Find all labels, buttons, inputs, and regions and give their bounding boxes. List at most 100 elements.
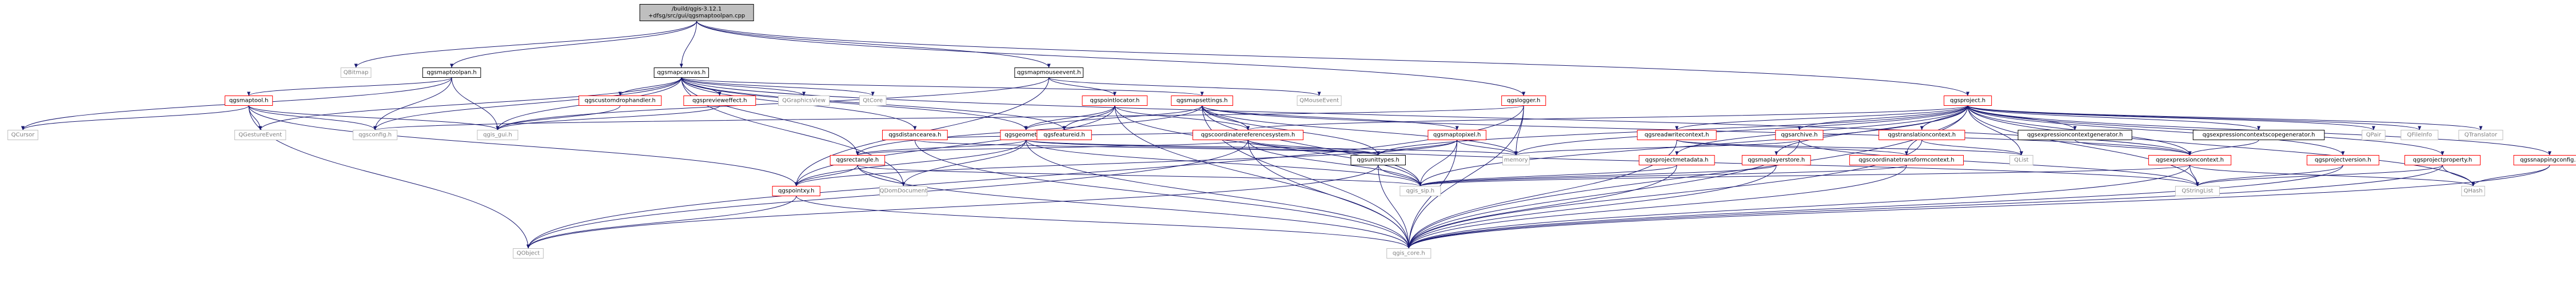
node-box [234, 130, 286, 140]
node-qgsexpressioncontextscopegenerator-h[interactable]: qgsexpressioncontextscopegenerator.h [2192, 130, 2325, 140]
node-label: qgspointxy.h [778, 188, 814, 194]
node-qgsmaptool-h[interactable]: qgsmaptool.h [225, 96, 273, 106]
node-box [1082, 96, 1148, 106]
edge-qgsmaptoolpan-h-to-qgsmaptool-h [247, 77, 452, 96]
node-box [1741, 155, 1811, 165]
node-qpair: QPair [2362, 130, 2386, 140]
node-root[interactable]: /build/qgis-3.12.1+dfsg/src/gui/qgsmapto… [639, 4, 754, 21]
node-qgscustomdrophandler-h[interactable]: qgscustomdrophandler.h [579, 96, 662, 106]
node-memory: memory [1502, 155, 1530, 165]
node-label: qgsunittypes.h [1357, 157, 1399, 164]
node-qtcore: QtCore [859, 96, 887, 106]
node-qgsunittypes-h[interactable]: qgsunittypes.h [1350, 155, 1406, 165]
node-qgscoordinatereferencesystem-h[interactable]: qgscoordinatereferencesystem.h [1193, 130, 1304, 140]
edge-qgsunittypes-h-to-qobject [527, 165, 1379, 249]
node-label: QFileInfo [2407, 132, 2433, 138]
node-qgslogger-h[interactable]: qgslogger.h [1501, 96, 1546, 106]
edge-qgsmapmouseevent-h-to-qgspointlocator-h [1048, 77, 1116, 96]
node-label: qgsmapcanvas.h [657, 70, 705, 76]
edge-qgsmapcanvas-h-to-qgsconfig-h [373, 77, 682, 130]
node-qgsmapcanvas-h[interactable]: qgsmapcanvas.h [653, 67, 709, 78]
node-label: qgsprojectversion.h [2315, 157, 2371, 164]
edge-qgsproject-h-to-qgscoordinatereferencesystem-h [1246, 105, 1968, 130]
node-box [2362, 130, 2386, 140]
node-qgsfeatureid-h[interactable]: qgsfeatureid.h [1036, 130, 1092, 140]
node-box [683, 96, 756, 106]
node-qstringlist: QStringList [2175, 186, 2220, 196]
edge-qgscoordinatereferencesystem-h-to-qgsrectangle-h [856, 140, 1249, 156]
node-qgsconfig-h: qgsconfig.h [353, 130, 398, 140]
node-box [2306, 155, 2379, 165]
node-qgsprojectmetadata-h[interactable]: qgsprojectmetadata.h [1638, 155, 1715, 165]
node-label: qgis_core.h [1393, 251, 1425, 257]
node-box [2513, 155, 2576, 165]
node-label: qgis_sip.h [1406, 188, 1435, 194]
node-qgsarchive-h[interactable]: qgsarchive.h [1775, 130, 1824, 140]
node-label: qgsmapsettings.h [1177, 98, 1228, 104]
edge-qgsproject-h-to-memory [1514, 105, 1968, 156]
node-qfileinfo: QFileInfo [2400, 130, 2439, 140]
edge-root-to-qgsmapcanvas-h [679, 21, 697, 68]
node-qgsmaptopixel-h[interactable]: qgsmaptopixel.h [1427, 130, 1486, 140]
node-label: qgspointlocator.h [1090, 98, 1140, 104]
edge-qgsreadwritecontext-h-to-qlist [1676, 140, 2023, 156]
node-label: qgslogger.h [1507, 98, 1540, 104]
node-qgsprevieweffect-h[interactable]: qgspreviewe​ffect.h [683, 96, 756, 106]
node-label: qgis_gui.h [483, 132, 512, 138]
node-qgsmaptoolpan-h[interactable]: qgsmaptoolpan.h [422, 67, 481, 78]
node-qgsreadwritecontext-h[interactable]: qgsreadwritecontext.h [1637, 130, 1717, 140]
node-qgstranslationcontext-h[interactable]: qgstranslationcontext.h [1879, 130, 1965, 140]
node-qgsexpressioncontext-h[interactable]: qgsexpressioncontext.h [2148, 155, 2232, 165]
node-label: qgstranslationcontext.h [1888, 132, 1956, 138]
node-label: QBitmap [344, 70, 369, 76]
edge-qgsmapcanvas-h-to-qgsexpressioncontext-h [681, 77, 2192, 156]
node-qgsrectangle-h[interactable]: qgsrectangle.h [830, 155, 886, 165]
node-box [653, 67, 709, 78]
node-label: qgssnappingconfig.h [2520, 157, 2576, 164]
node-qgis-gui-h: qgis_gui.h [477, 130, 519, 140]
node-qgspointlocator-h[interactable]: qgspointlocator.h [1082, 96, 1148, 106]
node-qgsprojectversion-h[interactable]: qgsprojectversion.h [2306, 155, 2379, 165]
edge-qgsexpressioncontext-h-to-qhash [2189, 165, 2475, 186]
node-box [1637, 130, 1717, 140]
node-qgsmapmouseevent-h[interactable]: qgsmapmouseevent.h [1014, 67, 1084, 78]
node-qgsmapsettings-h[interactable]: qgsmapsettings.h [1171, 96, 1233, 106]
node-qgsdistancearea-h[interactable]: qgsdistancearea.h [882, 130, 948, 140]
edge-qgsmaplayerstore-h-to-qgis-core-h [1407, 165, 1777, 249]
edge-qgsproject-h-to-qtranslator [1967, 105, 2483, 130]
node-qcursor: QCursor [7, 130, 38, 140]
node-qgssnappingconfig-h[interactable]: qgssnappingconfig.h [2513, 155, 2576, 165]
edge-qgsexpressioncontext-h-to-qgis-core-h [1407, 165, 2190, 249]
node-qgscoordinatetransformcontext-h[interactable]: qgscoordinatetransformcontext.h [1849, 155, 1964, 165]
node-qgsprojectproperty-h[interactable]: qgsprojectproperty.h [2404, 155, 2481, 165]
edge-qgsarchive-h-to-memory [1514, 140, 1800, 156]
edge-qgspointlocator-h-to-qgis-sip-h [1114, 105, 1422, 186]
edge-qgslogger-h-to-qgsconfig-h [373, 105, 1524, 130]
node-box [2404, 155, 2481, 165]
node-box [225, 96, 273, 106]
node-box [859, 96, 887, 106]
edge-root-to-qgslogger-h [696, 21, 1526, 96]
node-qbitmap: QBitmap [340, 67, 372, 78]
node-label: qgsdistancearea.h [888, 132, 941, 138]
edge-qgsmaptopixel-h-to-qgis-sip-h [1418, 140, 1458, 186]
node-box [513, 248, 544, 259]
edge-qgsmaptopixel-h-to-qgspointxy-h [794, 140, 1458, 186]
node-label: QMouseEvent [1299, 98, 1339, 104]
edge-qgsmaptool-h-to-qcursor [21, 105, 249, 130]
node-qgsproject-h[interactable]: qgsproject.h [1943, 96, 1992, 106]
node-qgsexpressioncontextgenerator-h[interactable]: qgsexpressioncontextgenerator.h [2017, 130, 2132, 140]
node-qgsmaplayerstore-h[interactable]: qgsmaplayerstore.h [1741, 155, 1811, 165]
node-label: /build/qgis-3.12.1 [672, 6, 721, 13]
node-label: qgsmaptool.h [229, 98, 269, 104]
node-qgspointxy-h[interactable]: qgspointxy.h [772, 186, 820, 196]
node-label: qgsproject.h [1950, 98, 1985, 104]
node-box [2400, 130, 2439, 140]
edge-qgssnappingconfig-h-to-qhash [2471, 165, 2550, 186]
node-box [882, 130, 948, 140]
edge-qgsproject-h-to-qfileinfo [1967, 105, 2422, 130]
edge-qgsmapcanvas-h-to-qgsmapsettings-h [681, 77, 1204, 96]
node-label: +dfsg/src/gui/qgsmaptoolpan.cpp [648, 13, 745, 19]
edge-qgsdistancearea-h-to-qgis-core-h [914, 140, 1411, 249]
